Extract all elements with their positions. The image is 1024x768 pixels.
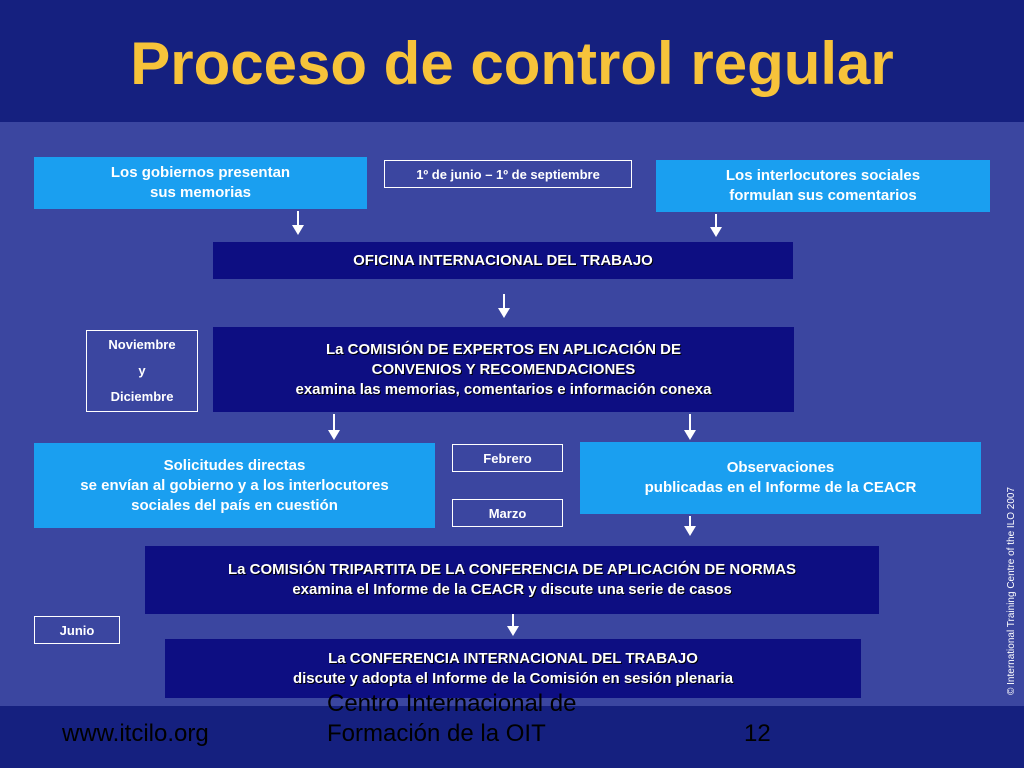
footer-org-line-1: Centro Internacional de <box>327 690 577 717</box>
arrow-tripartita-conferencia <box>507 614 519 636</box>
oficina-box: OFICINA INTERNACIONAL DEL TRABAJO <box>213 242 793 279</box>
comision-expertos-line-2: CONVENIOS Y RECOMENDACIONES <box>371 360 636 378</box>
comision-expertos-line-3: examina las memorias, comentarios e info… <box>295 380 712 398</box>
junio-label: Junio <box>59 622 95 638</box>
periodo-label: 1º de junio – 1º de septiembre <box>416 166 600 182</box>
arrow-comision-solicitudes <box>328 414 340 440</box>
footer-page-number: 12 <box>744 720 771 747</box>
noviembre-line-3: Diciembre <box>110 389 174 404</box>
footer-band <box>0 706 1024 768</box>
footer-org-line-2: Formación de la OIT <box>327 720 546 747</box>
gobiernos-line-1: Los gobiernos presentan <box>110 164 291 181</box>
gobiernos-line-2: sus memorias <box>150 184 251 201</box>
header-band <box>0 0 1024 122</box>
marzo-box: Marzo <box>452 499 563 527</box>
slide-title: Proceso de control regular <box>130 30 894 97</box>
marzo-label: Marzo <box>488 505 527 521</box>
arrow-comision-observaciones <box>684 414 696 440</box>
febrero-label: Febrero <box>483 450 532 466</box>
junio-box: Junio <box>34 616 120 644</box>
observaciones-box: Observaciones publicadas en el Informe d… <box>580 442 981 514</box>
footer-website: www.itcilo.org <box>62 720 209 747</box>
comision-tripartita-line-1: La COMISIÓN TRIPARTITA DE LA CONFERENCIA… <box>227 561 797 578</box>
arrow-interlocutores-oficina <box>710 214 722 237</box>
copyright-credit: © International Training Centre of the I… <box>1006 486 1017 695</box>
conferencia-line-1: La CONFERENCIA INTERNACIONAL DEL TRABAJO <box>328 649 698 667</box>
conferencia-box: La CONFERENCIA INTERNACIONAL DEL TRABAJO… <box>165 639 861 698</box>
febrero-box: Febrero <box>452 444 563 472</box>
comision-expertos-box: La COMISIÓN DE EXPERTOS EN APLICACIÓN DE… <box>213 327 794 412</box>
oficina-label: OFICINA INTERNACIONAL DEL TRABAJO <box>353 251 653 269</box>
noviembre-line-2: y <box>138 363 146 378</box>
solicitudes-line-3: sociales del país en cuestión <box>131 496 338 514</box>
noviembre-box: Noviembre y Diciembre <box>86 330 198 412</box>
solicitudes-box: Solicitudes directas se envían al gobier… <box>34 443 435 528</box>
gobiernos-box: Los gobiernos presentan sus memorias <box>34 157 367 209</box>
comision-tripartita-box: La COMISIÓN TRIPARTITA DE LA CONFERENCIA… <box>145 546 879 614</box>
interlocutores-box: Los interlocutores sociales formulan sus… <box>656 160 990 212</box>
comision-expertos-line-1: La COMISIÓN DE EXPERTOS EN APLICACIÓN DE <box>325 340 682 358</box>
arrow-gobiernos-oficina <box>292 211 304 235</box>
arrow-observaciones-tripartita <box>684 516 696 536</box>
conferencia-line-2: discute y adopta el Informe de la Comisi… <box>292 669 734 687</box>
solicitudes-line-1: Solicitudes directas <box>163 456 306 474</box>
noviembre-line-1: Noviembre <box>108 337 176 352</box>
arrow-oficina-comision <box>498 294 510 318</box>
solicitudes-line-2: se envían al gobierno y a los interlocut… <box>80 476 389 494</box>
periodo-box: 1º de junio – 1º de septiembre <box>384 160 632 188</box>
interlocutores-line-2: formulan sus comentarios <box>729 187 917 204</box>
observaciones-line-1: Observaciones <box>726 459 835 476</box>
observaciones-line-2: publicadas en el Informe de la CEACR <box>644 479 917 496</box>
interlocutores-line-1: Los interlocutores sociales <box>725 167 921 184</box>
comision-tripartita-line-2: examina el Informe de la CEACR y discute… <box>292 581 732 598</box>
